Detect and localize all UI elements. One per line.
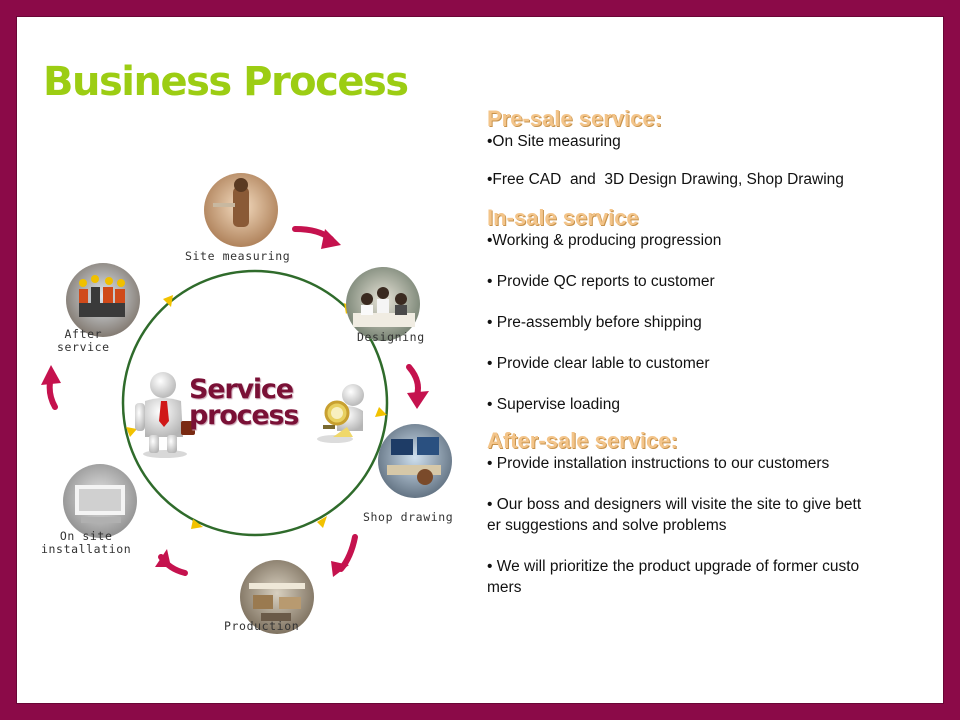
center-title: Service process — [189, 374, 299, 431]
step-photo-after-service — [66, 263, 140, 337]
in-sale-item: •Working & producing progression — [487, 232, 722, 249]
flow-arrowheads — [41, 229, 429, 577]
pre-sale-item: •On Site measuring — [487, 133, 621, 150]
after-sale-item: • Our boss and designers will visite the… — [487, 496, 862, 534]
step-photo-installation — [63, 464, 137, 538]
step-label-shop-drawing: Shop drawing — [363, 510, 454, 524]
service-details: Pre-sale service: •On Site measuring •Fr… — [487, 107, 927, 598]
after-sale-item: • We will prioritize the product upgrade… — [487, 558, 860, 596]
in-sale-item: • Supervise loading — [487, 396, 620, 413]
magnifier-figure — [317, 384, 364, 443]
in-sale-item: • Provide clear lable to customer — [487, 355, 710, 372]
service-process-diagram: Service process Site measuring Designing… — [17, 17, 477, 703]
step-label-production: Production — [224, 619, 300, 633]
in-sale-item: • Pre-assembly before shipping — [487, 314, 702, 331]
in-sale-heading: In-sale service — [487, 205, 639, 230]
slide: Business Process — [16, 16, 944, 704]
step-label-after-service: After service — [57, 327, 110, 354]
in-sale-item: • Provide QC reports to customer — [487, 273, 715, 290]
step-photo-site-measuring — [204, 173, 278, 247]
step-photo-designing — [346, 267, 420, 341]
pre-sale-heading: Pre-sale service: — [487, 106, 662, 131]
pre-sale-item: •Free CAD and 3D Design Drawing, Shop Dr… — [487, 171, 844, 188]
process-ring — [121, 269, 389, 537]
diagram-graphics — [41, 173, 452, 634]
page-title: Business Process — [43, 59, 409, 105]
in-sale-section: In-sale service •Working & producing pro… — [487, 206, 927, 415]
business-man-figure — [135, 372, 195, 458]
step-label-site-measuring: Site measuring — [185, 249, 291, 263]
after-sale-heading: After-sale service: — [487, 428, 678, 453]
step-label-installation: On site installation — [41, 529, 132, 556]
step-photo-production — [240, 560, 314, 634]
pre-sale-section: Pre-sale service: •On Site measuring •Fr… — [487, 107, 927, 190]
step-photo-shop-drawing — [378, 424, 452, 498]
after-sale-section: After-sale service: • Provide installati… — [487, 429, 927, 598]
after-sale-item: • Provide installation instructions to o… — [487, 455, 830, 472]
step-label-designing: Designing — [357, 330, 425, 344]
